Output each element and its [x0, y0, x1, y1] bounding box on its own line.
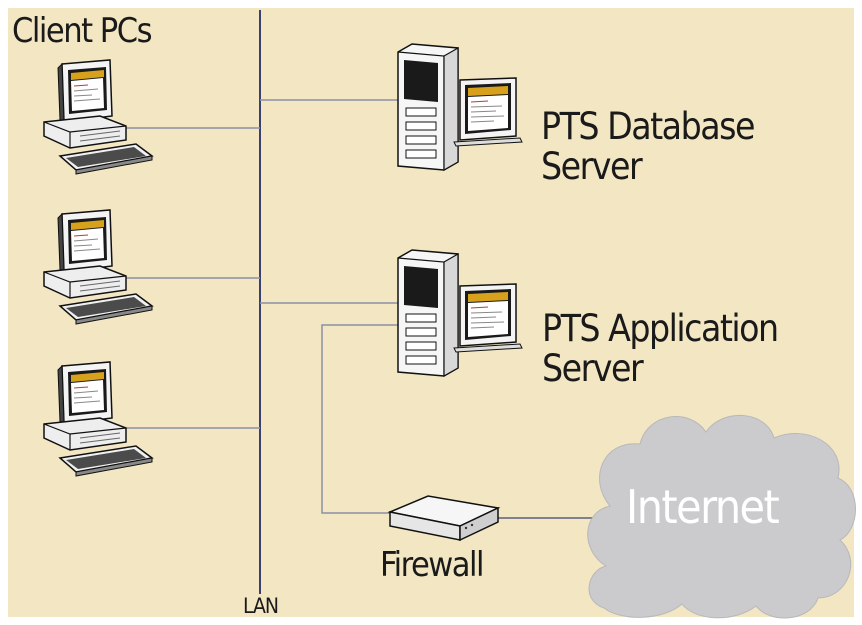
app-server-label-line2: Server [542, 347, 644, 390]
db-server-label-line1: PTS Database [541, 105, 755, 148]
internet-cloud-icon [587, 414, 856, 619]
app-server-icon [397, 249, 523, 377]
app-to-firewall-link [321, 324, 400, 514]
client-pc-3-icon [43, 361, 153, 477]
client-pcs-label: Client PCs [12, 11, 153, 51]
db-server-icon [397, 43, 523, 171]
app-server-label-line1: PTS Application [542, 307, 779, 350]
firewall-label: Firewall [380, 545, 485, 585]
client-pc-2-icon [43, 209, 153, 325]
firewall-icon [387, 495, 501, 542]
client-pc-1-icon [43, 59, 153, 175]
connection-lines [118, 10, 600, 594]
db-server-label-line2: Server [541, 145, 643, 188]
internet-label: Internet [626, 480, 780, 534]
lan-label: LAN [243, 594, 279, 618]
